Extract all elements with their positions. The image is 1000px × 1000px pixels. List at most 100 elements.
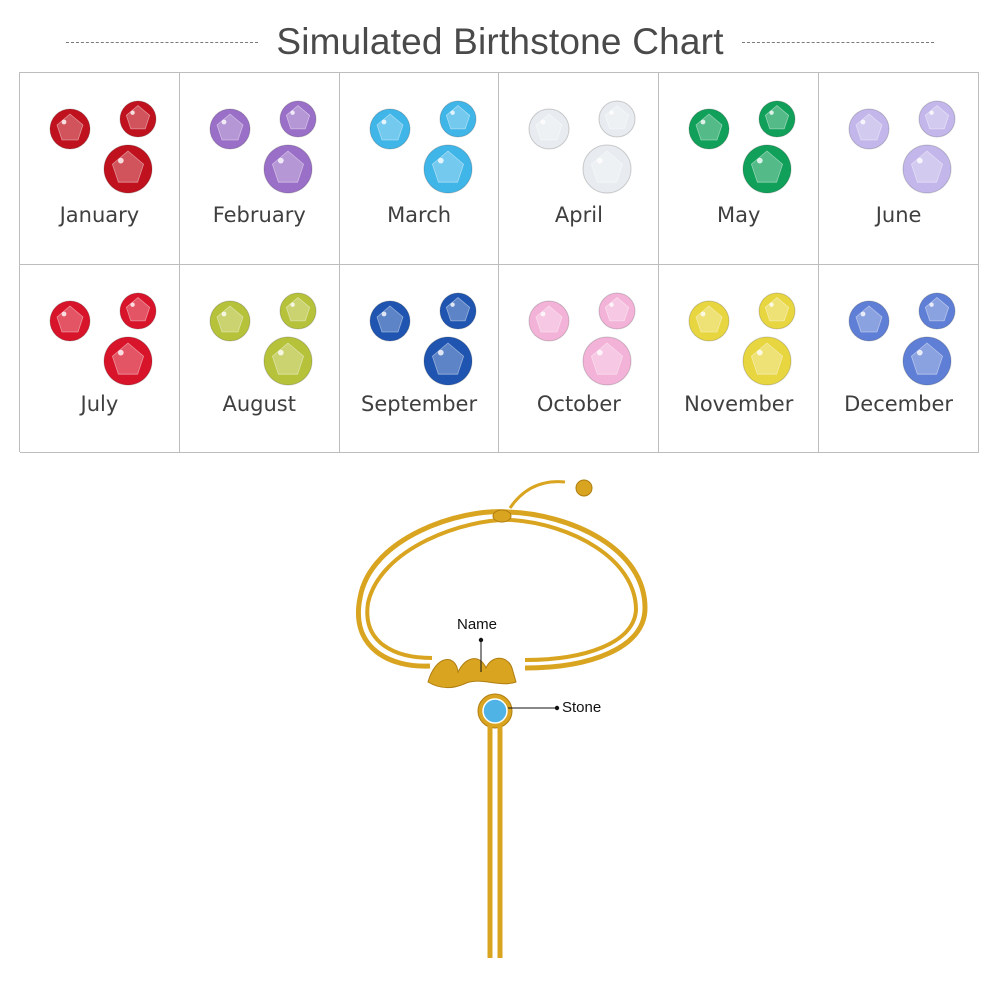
bracelet-illustration <box>356 479 648 958</box>
gem-icon <box>528 300 570 342</box>
month-cell-june: June <box>819 73 979 265</box>
gem-icon <box>369 108 411 150</box>
gem-icon <box>688 108 730 150</box>
gem-icon <box>598 292 636 330</box>
month-label: July <box>80 392 119 416</box>
month-cell-april: April <box>499 73 660 265</box>
gem-icon <box>279 100 317 138</box>
month-cell-march: March <box>339 73 500 265</box>
name-callout-label: Name <box>457 616 498 633</box>
gem-icon <box>263 336 313 386</box>
gemstone-cluster <box>180 265 339 390</box>
gem-icon <box>423 144 473 194</box>
month-cell-august: August <box>179 265 340 453</box>
gemstone-cluster <box>180 73 339 198</box>
extender-charm <box>575 479 593 497</box>
gemstone-icon <box>528 292 636 386</box>
gemstone-icon <box>209 100 317 194</box>
month-label: December <box>844 392 954 416</box>
gem-icon <box>688 300 730 342</box>
gemstone-cluster <box>819 265 978 390</box>
gemstone-cluster <box>499 265 658 390</box>
gem-icon <box>119 100 157 138</box>
title-divider-right <box>741 41 934 43</box>
bracelet-chain-strand <box>511 518 639 662</box>
page-title: Simulated Birthstone Chart <box>276 21 724 62</box>
name-plate <box>427 657 517 689</box>
gemstone-icon <box>848 292 956 386</box>
gem-icon <box>742 144 792 194</box>
gem-icon <box>369 300 411 342</box>
gem-icon <box>528 108 570 150</box>
gem-icon <box>119 292 157 330</box>
gemstone-icon <box>369 292 477 386</box>
gem-icon <box>758 100 796 138</box>
month-label: March <box>387 203 452 227</box>
gem-icon <box>902 336 952 386</box>
gem-icon <box>758 292 796 330</box>
month-label: April <box>554 203 603 227</box>
gemstone-cluster <box>20 265 179 390</box>
gem-icon <box>848 108 890 150</box>
gem-icon <box>103 336 153 386</box>
gem-icon <box>918 292 956 330</box>
stone-callout-dot <box>554 705 560 711</box>
month-label: February <box>212 203 306 227</box>
bracelet-chain-strand <box>507 509 648 671</box>
month-cell-december: December <box>819 265 979 453</box>
product-image: Name Stone <box>340 468 660 983</box>
gem-icon <box>423 336 473 386</box>
gemstone-icon <box>848 100 956 194</box>
gemstone-icon <box>688 100 796 194</box>
gem-icon <box>902 144 952 194</box>
gemstone-icon <box>49 292 157 386</box>
gem-icon <box>279 292 317 330</box>
gemstone-cluster <box>499 73 658 198</box>
month-cell-july: July <box>20 265 180 453</box>
gemstone-cluster <box>819 73 978 198</box>
gemstone-icon <box>688 292 796 386</box>
gem-icon <box>439 100 477 138</box>
stone-callout-label: Stone <box>562 699 602 716</box>
gem-icon <box>918 100 956 138</box>
extender-chain <box>508 480 566 509</box>
gemstone-cluster <box>659 73 818 198</box>
gem-icon <box>598 100 636 138</box>
gem-icon <box>49 300 91 342</box>
lobster-clasp <box>492 509 512 523</box>
month-label: January <box>59 203 140 227</box>
gemstone-cluster <box>340 265 499 390</box>
month-cell-october: October <box>499 265 660 453</box>
gem-icon <box>848 300 890 342</box>
month-label: September <box>361 392 478 416</box>
gem-icon <box>263 144 313 194</box>
gem-icon <box>582 336 632 386</box>
name-callout-dot <box>478 637 484 643</box>
gemstone-cluster <box>20 73 179 198</box>
gem-icon <box>209 108 251 150</box>
gem-icon <box>49 108 91 150</box>
gemstone-cluster <box>659 265 818 390</box>
month-cell-january: January <box>20 73 180 265</box>
month-label: June <box>875 203 922 227</box>
birthstone <box>482 698 508 724</box>
month-label: May <box>717 203 761 227</box>
gem-icon <box>103 144 153 194</box>
month-cell-may: May <box>659 73 820 265</box>
month-label: November <box>684 392 794 416</box>
month-label: August <box>222 392 296 416</box>
title-divider-left <box>66 41 259 43</box>
month-label: October <box>536 392 621 416</box>
gemstone-cluster <box>340 73 499 198</box>
gem-icon <box>582 144 632 194</box>
month-cell-november: November <box>659 265 820 453</box>
chart-header: Simulated Birthstone Chart <box>0 14 1000 70</box>
gem-icon <box>439 292 477 330</box>
month-cell-september: September <box>339 265 500 453</box>
bracelet-chain-strand <box>356 509 509 669</box>
gemstone-icon <box>49 100 157 194</box>
gem-icon <box>742 336 792 386</box>
bracelet-chain-strand <box>365 517 513 660</box>
gemstone-icon <box>369 100 477 194</box>
